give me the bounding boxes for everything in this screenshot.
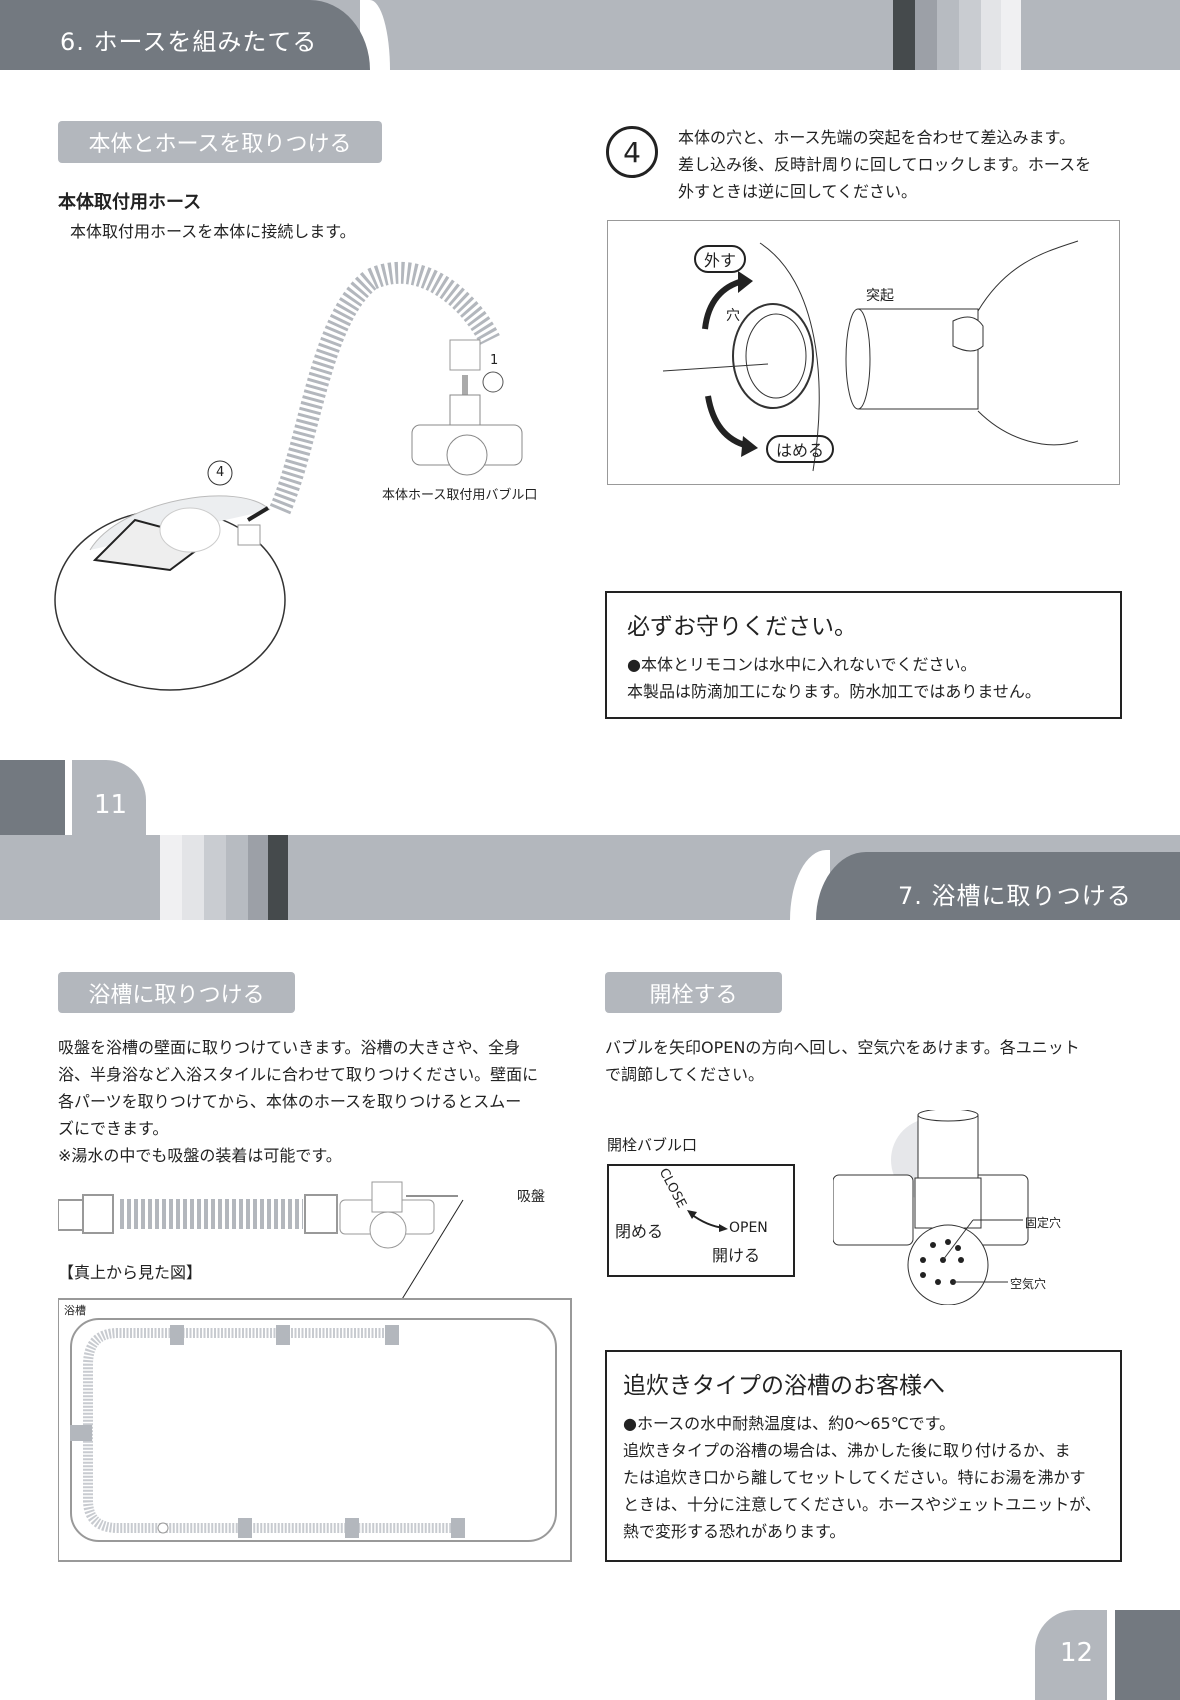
remove-label: 外す <box>694 245 747 273</box>
air-hole-label: 空気穴 <box>1010 1277 1047 1291</box>
top-view-label: 【真上から見た図】 <box>58 1263 203 1282</box>
open-label: OPEN <box>729 1220 768 1236</box>
suction-label: 吸盤 <box>517 1189 545 1205</box>
body-text-line: ※湯水の中でも吸盤の装着は可能です。 <box>58 1146 342 1165</box>
header-stripe <box>959 0 981 70</box>
bubble-label: 本体ホース取付用バブル口 <box>382 488 538 503</box>
body-text-line: バブルを矢印OPENの方向へ回し、空気穴をあけます。各ユニット <box>605 1038 1080 1057</box>
notice-line: 熱で変形する恐れがあります。 <box>623 1522 846 1541</box>
attach-label: はめる <box>766 435 835 463</box>
notice-title: 追炊きタイプの浴槽のお客様へ <box>623 1373 945 1399</box>
step-text-line: 本体の穴と、ホース先端の突起を合わせて差込みます。 <box>678 128 1075 147</box>
hose-lock-illustration <box>662 240 1079 472</box>
notice-line: 本製品は防滴加工になります。防水加工ではありません。 <box>627 682 1041 701</box>
header-stripe <box>915 0 937 70</box>
body-text-line: で調節してください。 <box>605 1065 765 1084</box>
notice-box: 必ずお守りください。 ●本体とリモコンは水中に入れないでください。 本製品は防滴… <box>605 591 1122 719</box>
body-text-line: 各パーツを取りつけてから、本体のホースを取りつけるとスムー <box>58 1092 522 1111</box>
page-title: 6. ホースを組みたてる <box>60 28 318 56</box>
valve-diagram-box: CLOSE 閉める OPEN 開ける <box>607 1164 795 1277</box>
step-illustration-box: 外す はめる 穴 突起 <box>607 220 1120 485</box>
section-pill: 本体とホースを取りつける <box>58 121 382 163</box>
fixed-hole-label: 固定穴 <box>1025 1216 1062 1230</box>
header-stripe <box>160 835 182 920</box>
hole-label: 穴 <box>726 308 740 324</box>
protrusion-label: 突起 <box>866 288 894 304</box>
subheading: 本体取付用ホース <box>58 192 202 213</box>
section-pill: 開栓する <box>605 972 782 1013</box>
valve-label: 開栓バブル口 <box>607 1136 698 1154</box>
header-stripe <box>248 835 268 920</box>
tub-label: 浴槽 <box>64 1304 86 1317</box>
header-stripe <box>893 0 915 70</box>
hose-assembly-illustration <box>54 261 523 691</box>
section-pill: 浴槽に取りつける <box>58 972 295 1013</box>
body-text-line: 浴、半身浴など入浴スタイルに合わせて取りつけください。壁面に <box>58 1065 539 1084</box>
subtext: 本体取付用ホースを本体に接続します。 <box>70 222 356 241</box>
notice-line: 追炊きタイプの浴槽の場合は、沸かした後に取り付けるか、ま <box>623 1441 1071 1460</box>
step4-number: 4 <box>216 465 225 480</box>
header-stripe <box>1001 0 1021 70</box>
body-text-line: ズにできます。 <box>58 1119 169 1138</box>
header-stripe <box>268 835 288 920</box>
page11-header-tab <box>0 0 370 70</box>
notice-line: ときは、十分に注意してください。ホースやジェットユニットが、 <box>623 1495 1101 1514</box>
rotate-arrow-icon <box>687 1210 728 1232</box>
close-jp-label: 閉める <box>615 1222 664 1241</box>
body-text-line: 吸盤を浴槽の壁面に取りつけていきます。浴槽の大きさや、全身 <box>58 1038 521 1057</box>
step-number-circle: 4 <box>606 126 658 178</box>
notice-line: ●ホースの水中耐熱温度は、約0〜65℃です。 <box>623 1414 956 1433</box>
notice-line: ●本体とリモコンは水中に入れないでください。 <box>627 655 977 674</box>
header-stripe <box>937 0 959 70</box>
notice-box: 追炊きタイプの浴槽のお客様へ ●ホースの水中耐熱温度は、約0〜65℃です。 追炊… <box>605 1350 1122 1562</box>
page12-number-tab <box>1035 1610 1107 1700</box>
step-text-line: 外すときは逆に回してください。 <box>678 182 918 201</box>
header-stripe <box>204 835 226 920</box>
notice-line: たは追炊き口から離してセットしてください。特にお湯を沸かす <box>623 1468 1086 1487</box>
header-stripe <box>981 0 1001 70</box>
page-number: 11 <box>94 790 128 820</box>
hose-and-tub-illustration <box>58 1181 572 1562</box>
page12-footer-block <box>1115 1610 1180 1700</box>
bubble-fitting-illustration <box>833 1110 1029 1305</box>
page-number: 12 <box>1060 1638 1094 1668</box>
step1-number: 1 <box>490 353 499 368</box>
header-stripe <box>226 835 248 920</box>
header-stripe <box>182 835 204 920</box>
page11-number-tab <box>72 760 146 840</box>
step-text-line: 差し込み後、反時計周りに回してロックします。ホースを <box>678 155 1092 174</box>
page11-footer-block <box>0 760 65 835</box>
page12-header-tab <box>816 852 1180 920</box>
page-title: 7. 浴槽に取りつける <box>898 882 1132 910</box>
open-jp-label: 開ける <box>712 1246 761 1265</box>
notice-title: 必ずお守りください。 <box>627 614 857 640</box>
